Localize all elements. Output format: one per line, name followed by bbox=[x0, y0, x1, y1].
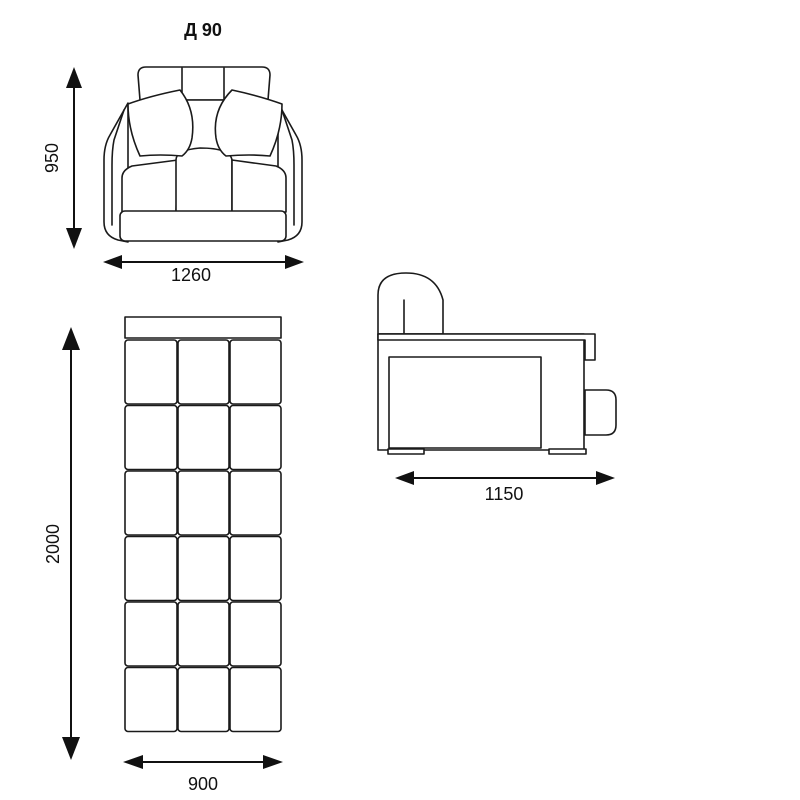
bed-cushion-cell bbox=[229, 535, 282, 602]
seat-cushion-middle bbox=[175, 147, 233, 213]
bed-cushion-cell bbox=[229, 601, 282, 667]
side-inner-panel bbox=[388, 356, 542, 449]
bed-cushion-cell bbox=[124, 535, 178, 602]
depth-dimension-1150: 1150 bbox=[395, 471, 615, 504]
seat-cushion-right bbox=[231, 159, 287, 213]
seat-cushion-left bbox=[121, 159, 179, 213]
bed-cushion-cell bbox=[124, 601, 178, 667]
width-label-900: 900 bbox=[188, 774, 218, 794]
bed-cushion-cell bbox=[177, 470, 230, 536]
pillow-right bbox=[214, 89, 283, 157]
bed-cushion-cell bbox=[229, 666, 282, 733]
depth-label-1150: 1150 bbox=[485, 484, 524, 504]
width-dimension-1260: 1260 bbox=[103, 255, 304, 285]
bed-cushion-cell bbox=[124, 470, 178, 536]
width-dimension-900: 900 bbox=[123, 755, 283, 794]
side-backrest bbox=[377, 272, 444, 335]
bed-cushion-cell bbox=[124, 339, 178, 405]
model-title: Д 90 bbox=[184, 20, 222, 40]
length-label-2000: 2000 bbox=[43, 524, 63, 564]
bed-cushion-cell bbox=[177, 535, 230, 602]
side-leg-right bbox=[548, 448, 587, 455]
bed-cushion-cell bbox=[177, 339, 230, 405]
width-label-1260: 1260 bbox=[171, 265, 211, 285]
bed-cushion-cell bbox=[177, 666, 230, 733]
bed-headboard bbox=[124, 316, 282, 339]
armchair-front-view bbox=[103, 66, 303, 243]
side-seat-frame bbox=[377, 333, 596, 361]
side-leg-left bbox=[387, 448, 425, 455]
length-dimension-2000: 2000 bbox=[43, 327, 80, 760]
height-label-950: 950 bbox=[42, 143, 62, 173]
bed-cushion-cell bbox=[229, 404, 282, 471]
bed-cushion-cell bbox=[177, 601, 230, 667]
bed-cushion-cell bbox=[124, 666, 178, 733]
bed-cushion-cell bbox=[124, 404, 178, 471]
seat-front-panel bbox=[119, 210, 287, 242]
side-footrest bbox=[584, 389, 617, 436]
bed-cushion-cell bbox=[229, 470, 282, 536]
bed-cushion-cell bbox=[177, 404, 230, 471]
armchair-side-view bbox=[377, 272, 617, 455]
height-dimension-950: 950 bbox=[42, 67, 82, 249]
bed-cushion-cell bbox=[229, 339, 282, 405]
bed-top-view bbox=[124, 316, 282, 733]
pillow-left bbox=[127, 89, 194, 157]
